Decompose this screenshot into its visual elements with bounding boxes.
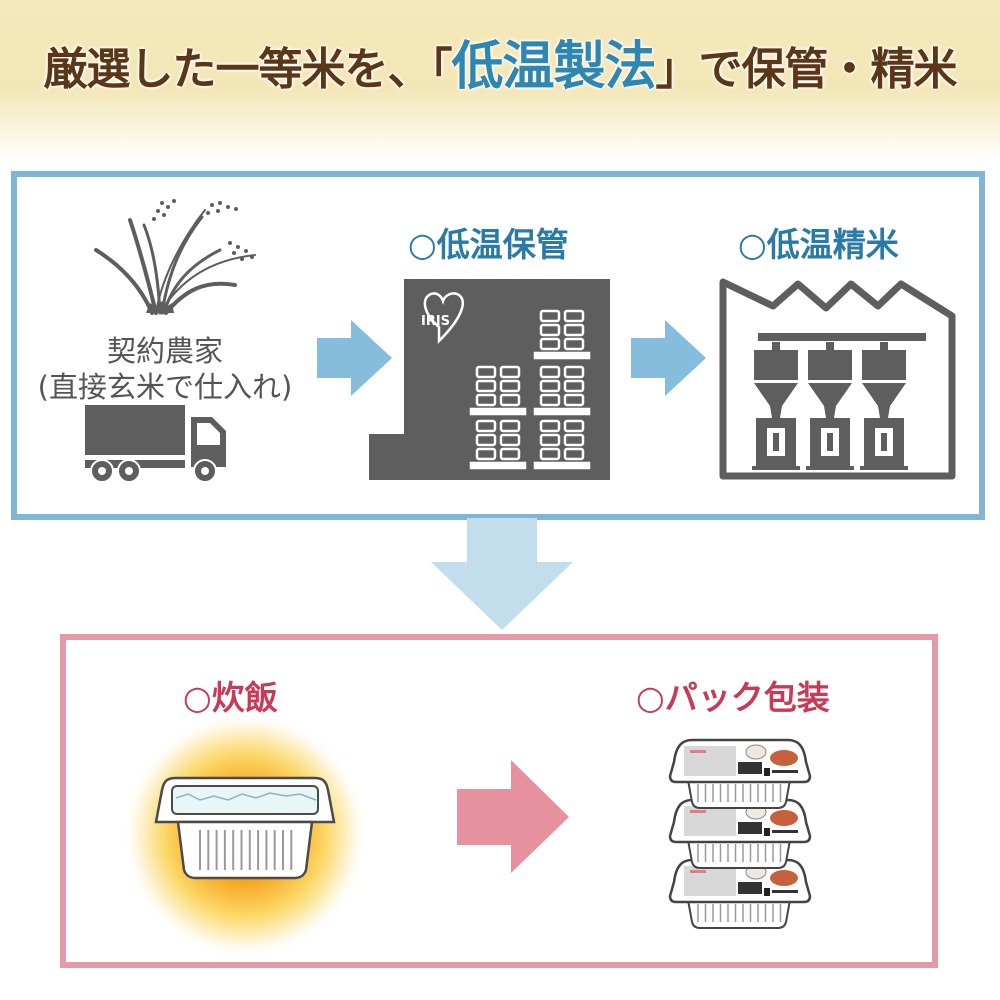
pallet-stack-icon — [469, 419, 527, 470]
pallet-stack-icon — [533, 419, 591, 470]
arrow-right-icon — [631, 320, 706, 396]
iris-logo-icon — [423, 292, 464, 345]
stacked-rice-packs-icon — [668, 738, 812, 929]
pack-label-graphic — [684, 744, 798, 776]
arrow-right-icon — [317, 320, 392, 396]
iris-logo-text: IRIS — [421, 314, 450, 329]
rice-pack-icon — [668, 798, 812, 869]
pallet-stack-icon — [533, 309, 591, 360]
rice-plant-icon — [94, 199, 256, 315]
arrow-down-icon — [431, 518, 573, 630]
rice-pack-icon — [668, 858, 812, 929]
rice-pack-icon — [668, 738, 812, 809]
title-banner — [0, 0, 1000, 160]
title-text-before: 厳選した一等米を、「 — [43, 44, 452, 95]
page-title: 厳選した一等米を、「低温製法」で保管・精米 — [0, 24, 1000, 99]
process-box-top — [11, 171, 985, 520]
storage-heading: ○低温保管 — [408, 225, 569, 264]
pack-label-graphic — [684, 804, 798, 836]
arrow-right-icon — [457, 760, 569, 873]
milling-heading: ○低温精米 — [738, 225, 899, 264]
truck-icon — [85, 405, 226, 483]
cooking-rice-tray-icon — [121, 711, 369, 959]
cooking-heading: ○炊飯 — [183, 678, 278, 717]
milling-machine-icon — [752, 342, 800, 470]
factory-icon — [719, 278, 956, 480]
pallet-stack-icon — [469, 365, 527, 416]
title-highlight: 低温製法 — [451, 36, 656, 97]
pallet-stack-icon — [533, 365, 591, 416]
packaging-heading: ○パック包装 — [636, 678, 830, 717]
milling-machine-icon — [860, 342, 908, 470]
farm-label-line2: (直接玄米で仕入れ) — [37, 370, 293, 404]
warehouse-icon: IRIS — [369, 279, 610, 480]
title-text-after: 」で保管・精米 — [655, 44, 958, 95]
farm-label-line1: 契約農家 — [106, 334, 223, 368]
process-box-bottom — [60, 634, 938, 968]
milling-machine-icon — [806, 342, 854, 470]
